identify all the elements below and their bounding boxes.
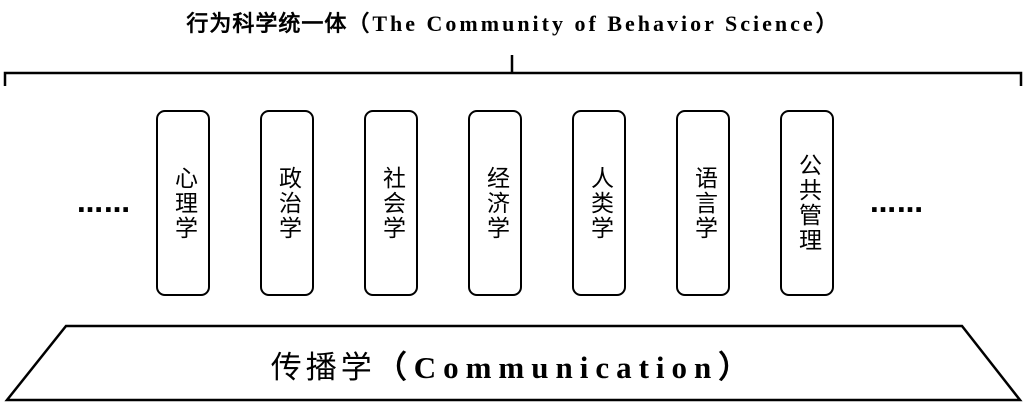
pillar-sociology: 社会学: [364, 110, 418, 296]
pillar-label: 社会学: [378, 165, 405, 241]
base-trapezoid: [4, 324, 1023, 402]
base-label-english: （Communication）: [375, 350, 757, 385]
pillar-label: 公共管理: [794, 153, 821, 253]
title-chinese: 行为科学统一体: [186, 12, 348, 37]
base-label: 传播学（Communication）: [0, 342, 1027, 387]
pillar-linguistics: 语言学: [676, 110, 730, 296]
ellipsis-left: ……: [77, 189, 131, 219]
pillar-anthropology: 人类学: [572, 110, 626, 296]
pillar-label: 语言学: [690, 165, 717, 241]
base-label-chinese: 传播学: [270, 350, 376, 386]
title-english: （The Community of Behavior Science）: [347, 11, 841, 36]
pillar-label: 心理学: [170, 165, 197, 241]
pillar-political-science: 政治学: [260, 110, 314, 296]
pillar-label: 经济学: [482, 165, 509, 241]
top-brace: [3, 55, 1023, 86]
pillar-public-administration: 公共管理: [780, 110, 834, 296]
pillar-label: 政治学: [274, 165, 301, 241]
pillar-psychology: 心理学: [156, 110, 210, 296]
ellipsis-right: ……: [870, 189, 924, 219]
pillar-label: 人类学: [586, 165, 613, 241]
pillar-economics: 经济学: [468, 110, 522, 296]
diagram-title: 行为科学统一体（The Community of Behavior Scienc…: [0, 6, 1027, 38]
